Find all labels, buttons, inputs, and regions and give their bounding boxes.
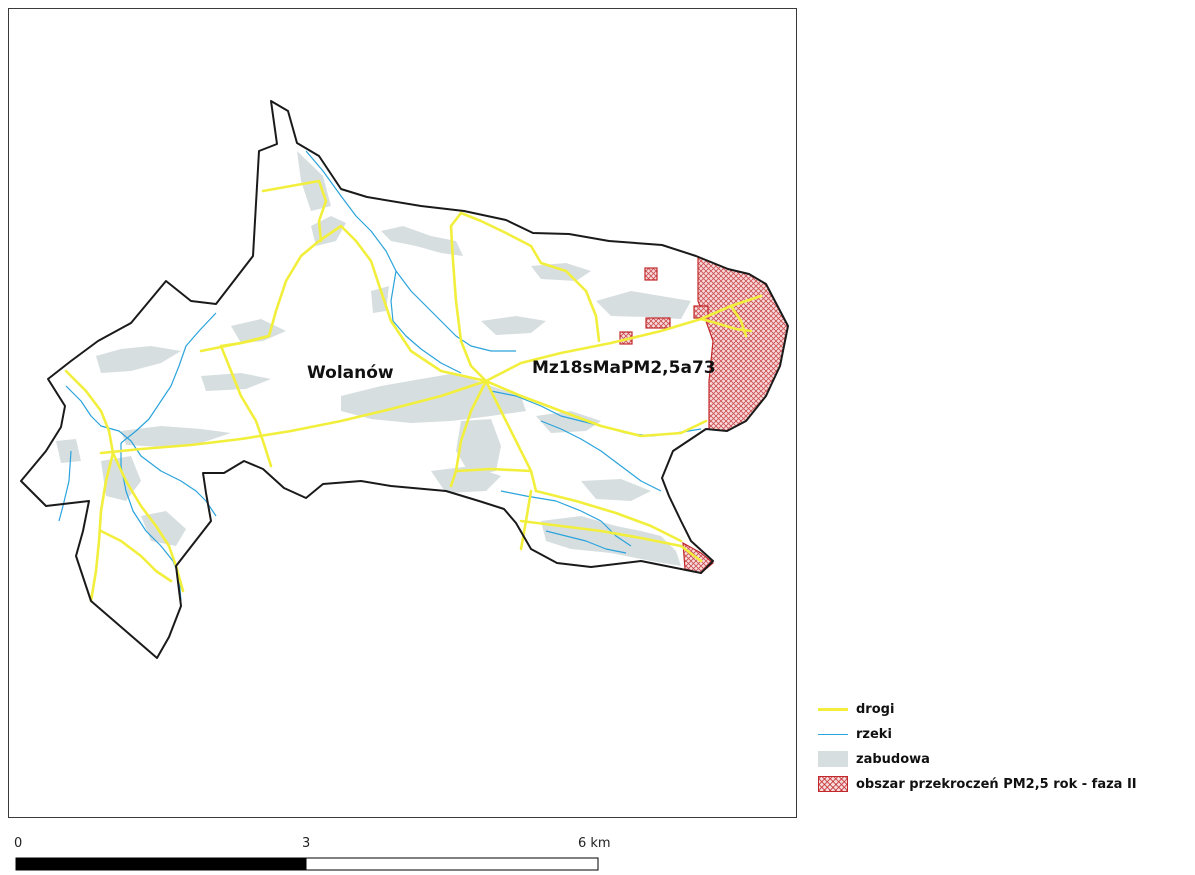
built-up-area	[531, 263, 591, 281]
built-up-area	[456, 419, 501, 476]
road	[261, 179, 328, 243]
road	[219, 344, 273, 468]
road	[534, 489, 683, 543]
built-up-area	[581, 479, 651, 501]
road	[99, 529, 173, 583]
built-up-area	[371, 286, 389, 313]
built-up-area	[381, 226, 463, 256]
built-up-area	[96, 346, 181, 373]
legend-item-roads: drogi	[818, 698, 1190, 720]
scale-bar-segment-filled	[15, 857, 307, 871]
road	[484, 379, 708, 438]
exceedance-code-label: Mz18sMaPM2,5a73	[532, 358, 716, 378]
river	[305, 150, 516, 352]
road	[459, 211, 601, 343]
road	[89, 451, 115, 603]
road-line-icon	[818, 701, 848, 717]
scale-label-end: 6 km	[578, 836, 611, 851]
river	[500, 490, 632, 547]
legend-label: rzeki	[856, 726, 892, 742]
road	[449, 379, 488, 488]
scale-label-mid: 3	[302, 836, 311, 851]
built-up-area	[311, 216, 346, 246]
built-up-area	[481, 316, 546, 335]
river	[58, 450, 72, 522]
built-up-area	[56, 439, 81, 463]
legend-item-rivers: rzeki	[818, 723, 1190, 745]
legend-label: obszar przekroczeń PM2,5 rok - faza II	[856, 776, 1137, 792]
exceedance-area-icon	[818, 776, 848, 792]
map-frame: Wolanów Mz18sMaPM2,5a73	[8, 8, 797, 818]
river-line-icon	[818, 726, 848, 742]
river	[390, 270, 462, 374]
road	[729, 304, 748, 338]
road	[64, 369, 115, 455]
scale-label-start: 0	[14, 836, 23, 851]
exceedance-area-main	[697, 256, 789, 432]
road	[449, 211, 488, 383]
road	[219, 224, 488, 383]
road	[484, 379, 538, 493]
built-up-area	[596, 291, 691, 319]
built-up-area	[121, 426, 231, 447]
road	[454, 467, 533, 473]
built-up-area	[431, 466, 501, 493]
legend-label: drogi	[856, 701, 895, 717]
municipality-label: Wolanów	[307, 363, 394, 383]
river	[540, 420, 662, 492]
road-main-east-west	[99, 294, 763, 455]
river	[545, 530, 627, 554]
legend-item-exceedance: obszar przekroczeń PM2,5 rok - faza II	[818, 773, 1190, 795]
scale-bar-segment-empty	[305, 857, 599, 871]
road	[199, 334, 271, 353]
road	[519, 519, 703, 563]
exceedance-area-square	[644, 267, 658, 281]
municipality-boundary	[20, 100, 789, 659]
exceedance-area-square	[645, 317, 671, 329]
roads-layer	[64, 179, 763, 603]
scale-bar-graphic	[15, 857, 599, 871]
built-up-area	[536, 411, 601, 433]
built-up-area-icon	[818, 751, 848, 767]
legend-label: zabudowa	[856, 751, 930, 767]
map-canvas[interactable]: Wolanów Mz18sMaPM2,5a73	[9, 9, 798, 819]
legend-item-built-up: zabudowa	[818, 748, 1190, 770]
river	[65, 385, 217, 517]
river	[120, 312, 217, 444]
scale-bar: 0 3 6 km	[0, 830, 640, 875]
map-legend: drogi rzeki zabudowa obszar przekroczeń …	[818, 698, 1190, 798]
